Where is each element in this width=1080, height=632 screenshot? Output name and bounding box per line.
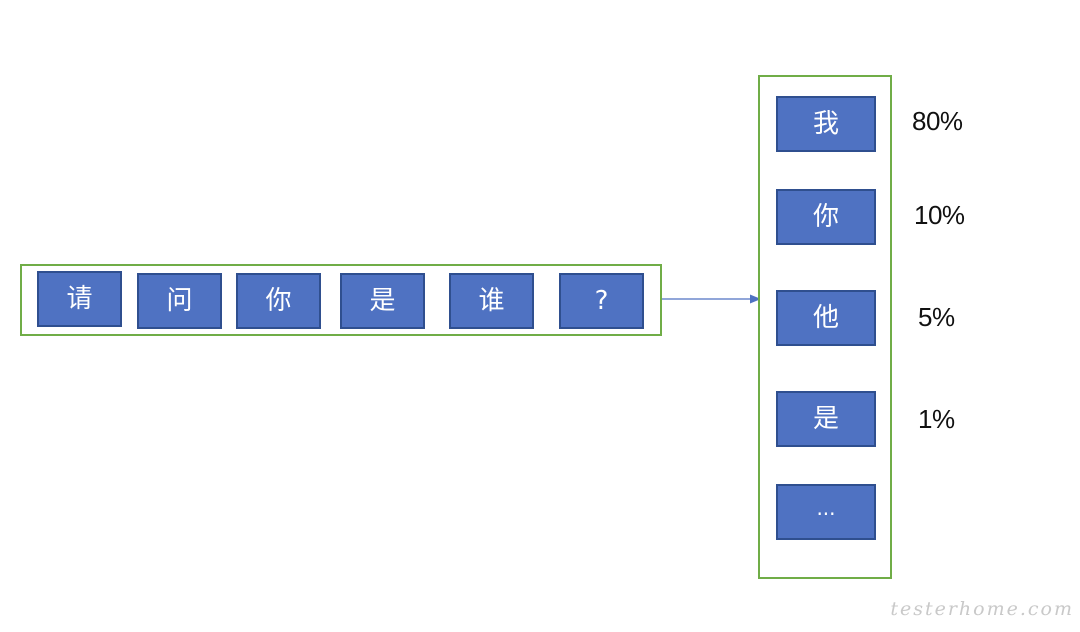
watermark: testerhome.com	[890, 598, 1074, 620]
probability-label-3: 5%	[918, 302, 955, 332]
output-token-1: 我	[776, 96, 876, 152]
output-token-4: 是	[776, 391, 876, 447]
probability-label-1: 80%	[912, 106, 963, 136]
output-token-2: 你	[776, 189, 876, 245]
input-token-2: 问	[137, 273, 222, 329]
input-token-1: 请	[37, 271, 122, 327]
input-token-4: 是	[340, 273, 425, 329]
input-token-3: 你	[236, 273, 321, 329]
output-token-ellipsis: ...	[776, 484, 876, 540]
input-token-6: ?	[559, 273, 644, 329]
output-token-3: 他	[776, 290, 876, 346]
probability-label-2: 10%	[914, 200, 965, 230]
probability-label-4: 1%	[918, 404, 955, 434]
input-token-5: 谁	[449, 273, 534, 329]
